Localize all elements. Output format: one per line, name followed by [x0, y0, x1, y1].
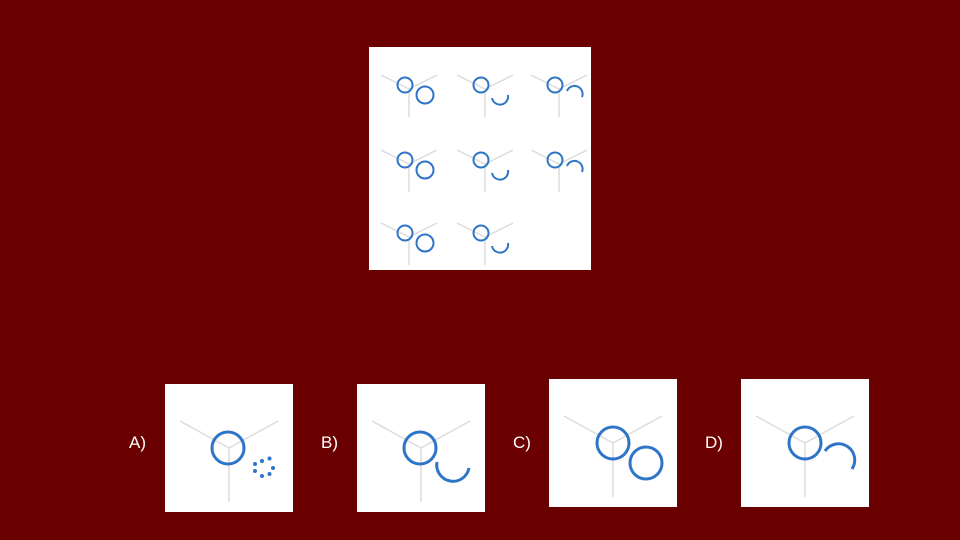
cell-2-2: [456, 149, 514, 192]
cell-1-3: [530, 74, 588, 117]
cell-2-1: [380, 149, 438, 192]
option-c-figure: [563, 415, 664, 497]
option-d-label: D): [705, 433, 723, 452]
option-a-figure: [179, 420, 279, 502]
option-b-label: B): [321, 433, 338, 452]
option-a-panel[interactable]: [165, 384, 293, 512]
cell-1-1: [380, 74, 438, 117]
option-c-label: C): [513, 433, 531, 452]
dotted-circle-icon: [253, 456, 275, 478]
option-d-figure: [755, 415, 857, 497]
cell-1-2: [456, 74, 514, 117]
option-c-panel[interactable]: [549, 379, 677, 507]
cell-2-3: [530, 149, 588, 192]
puzzle-grid: [380, 74, 588, 265]
cell-3-1: [380, 222, 438, 265]
option-d-panel[interactable]: [741, 379, 869, 507]
option-a-label: A): [129, 433, 146, 452]
option-b-panel[interactable]: [357, 384, 485, 512]
cell-3-2: [456, 222, 514, 265]
puzzle-matrix: [369, 47, 591, 270]
option-b-figure: [371, 420, 471, 502]
